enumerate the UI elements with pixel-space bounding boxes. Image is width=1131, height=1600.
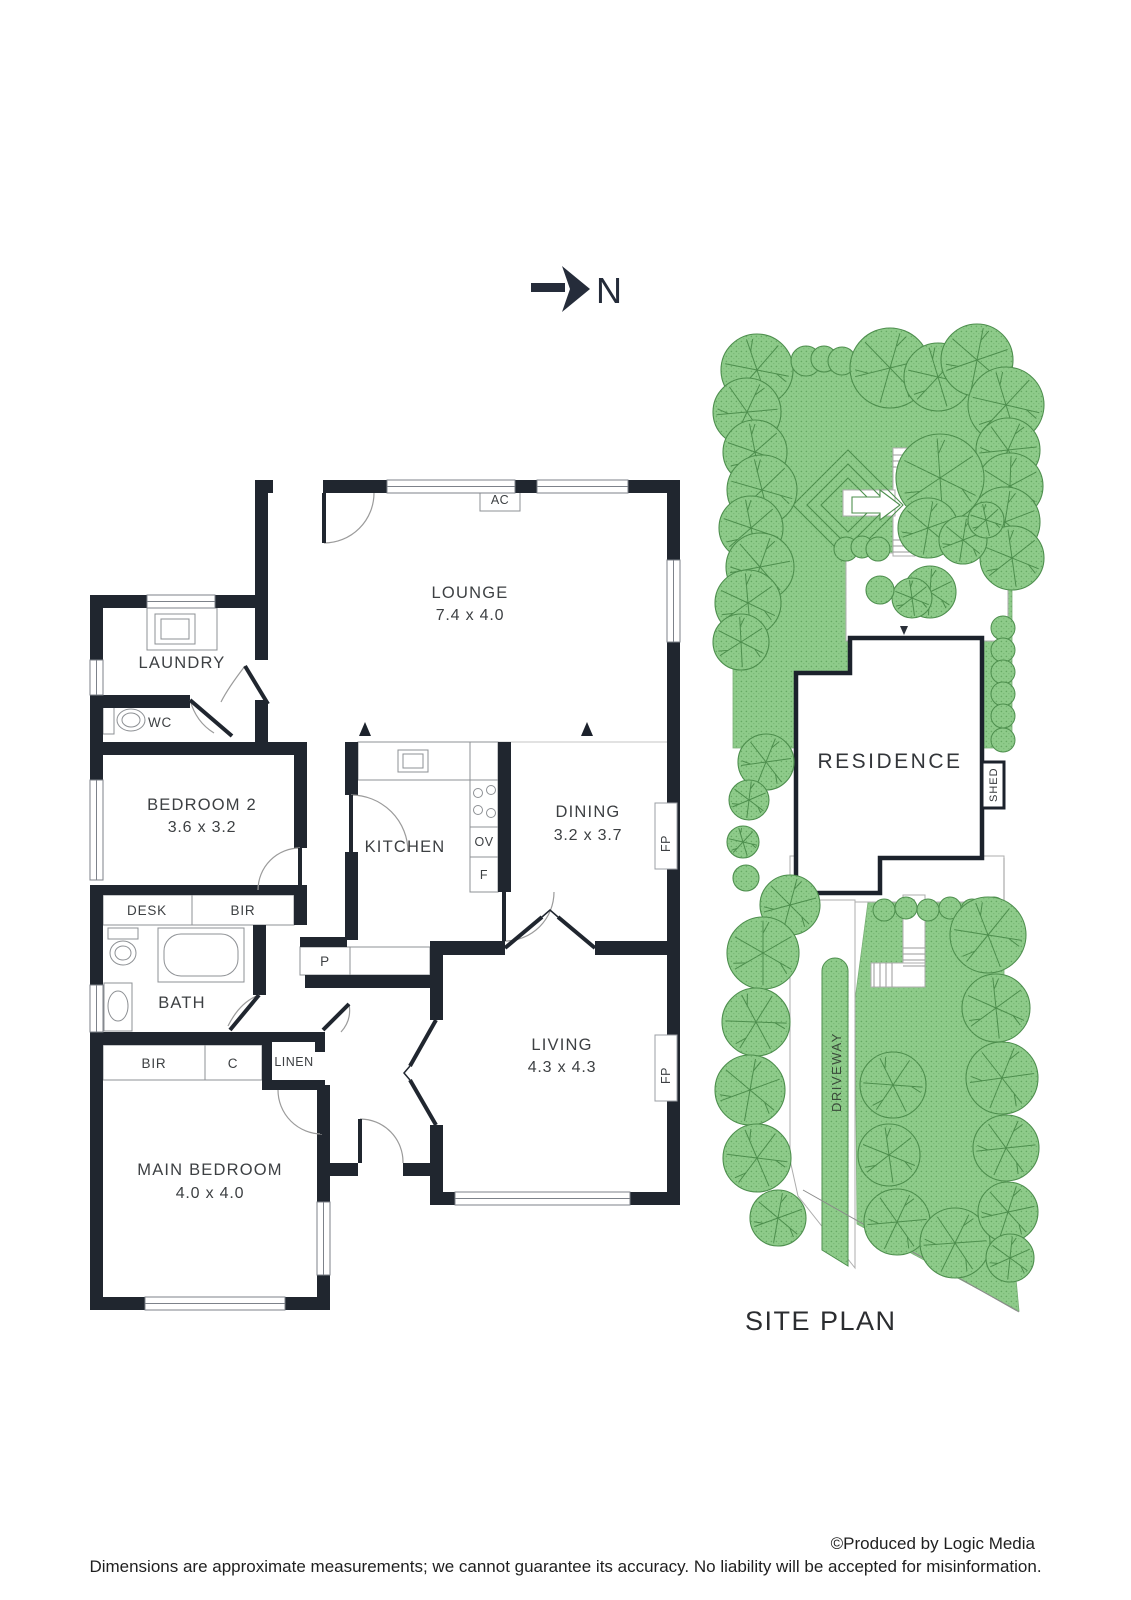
- tree-icon: [726, 916, 800, 990]
- producer-credit: ©Produced by Logic Media: [830, 1534, 1035, 1553]
- tree-icon: [977, 1181, 1039, 1243]
- tree-icon: [714, 1054, 786, 1126]
- residence-label: RESIDENCE: [817, 750, 962, 773]
- label-oven: OV: [474, 835, 493, 849]
- trees: [712, 323, 1045, 1283]
- opening-arrows: [359, 722, 593, 736]
- tree-icon: [865, 536, 891, 562]
- wc-toilet-bowl-inner: [121, 712, 141, 728]
- tree-icon: [732, 864, 760, 892]
- disclaimer-text: Dimensions are approximate measurements;…: [89, 1557, 1042, 1576]
- north-arrow: N: [531, 266, 623, 312]
- door-meet-marks: [403, 909, 559, 1081]
- driveway-label: DRIVEWAY: [829, 1032, 844, 1112]
- hall-cupboard: [349, 946, 431, 976]
- label-bir-bedroom2: BIR: [231, 903, 256, 918]
- fireplace-dining: [654, 802, 678, 870]
- tree-icon: [721, 987, 791, 1057]
- bath-toilet-bowl-inner: [114, 945, 132, 961]
- tree-icon: [857, 1123, 921, 1187]
- shed-outline: [980, 760, 1006, 810]
- tree-icon: [919, 1207, 991, 1279]
- shed-label: SHED: [988, 767, 1000, 802]
- bath-basin: [107, 990, 129, 1022]
- north-label: N: [596, 270, 623, 311]
- windows: [89, 479, 681, 1311]
- label-linen: LINEN: [274, 1055, 313, 1069]
- tree-icon: [965, 1041, 1039, 1115]
- room-dims-bedroom2: 3.6 x 3.2: [168, 819, 237, 836]
- tree-icon: [949, 896, 1027, 974]
- wc-toilet-tank: [102, 705, 115, 735]
- driveway-median: [821, 957, 849, 1267]
- tree-icon: [985, 1233, 1035, 1283]
- bir-box-main: [102, 1044, 206, 1081]
- bath-toilet-tank: [107, 927, 139, 940]
- room-label-wc: WC: [148, 715, 172, 730]
- label-bir-main: BIR: [142, 1056, 167, 1071]
- fireplace-living: [654, 1034, 678, 1102]
- room-dims-dining: 3.2 x 3.7: [554, 827, 623, 844]
- tree-icon: [728, 779, 770, 821]
- room-label-laundry: LAUNDRY: [139, 654, 226, 672]
- front-path-horizontal: [870, 962, 926, 988]
- label-desk: DESK: [127, 903, 167, 918]
- tree-icon: [737, 733, 795, 791]
- room-dims-lounge: 7.4 x 4.0: [436, 607, 505, 624]
- room-dims-main-bedroom: 4.0 x 4.0: [176, 1185, 245, 1202]
- door-leaves: [188, 493, 597, 1163]
- bathtub-inner: [163, 933, 239, 977]
- desk-box: [102, 894, 193, 926]
- tree-icon: [967, 501, 1005, 539]
- room-label-dining: DINING: [556, 803, 621, 821]
- tree-icon: [722, 1123, 792, 1193]
- door-arcs: [189, 492, 555, 1164]
- site-plan: RESIDENCE SHED DRIVEWAY SITE PLAN: [712, 323, 1045, 1336]
- label-pantry: P: [320, 954, 330, 969]
- label-fireplace-living: FP: [659, 1067, 673, 1084]
- tree-icon: [865, 575, 895, 605]
- cooktop-burner: [486, 785, 496, 795]
- kitchen-sink-inner: [402, 753, 424, 769]
- tree-icon: [979, 525, 1045, 591]
- room-label-lounge: LOUNGE: [432, 584, 509, 602]
- tree-icon: [749, 1189, 807, 1247]
- north-arrow-icon: [562, 266, 590, 312]
- room-label-living: LIVING: [531, 1036, 592, 1054]
- room-label-main-bedroom: MAIN BEDROOM: [137, 1161, 283, 1179]
- tree-icon: [891, 577, 933, 619]
- room-label-bath: BATH: [158, 994, 206, 1012]
- tree-icon: [726, 825, 760, 859]
- tree-icon: [859, 1051, 927, 1119]
- laundry-trough-inner: [160, 618, 190, 640]
- cooktop-burner: [473, 788, 483, 798]
- room-label-kitchen: KITCHEN: [365, 838, 446, 856]
- tree-icon: [712, 613, 770, 671]
- room-label-bedroom2: BEDROOM 2: [147, 796, 257, 814]
- cooktop-burner: [473, 805, 483, 815]
- label-fireplace-dining: FP: [659, 835, 673, 852]
- label-ac: AC: [491, 493, 509, 507]
- site-plan-title: SITE PLAN: [745, 1306, 897, 1336]
- tree-icon: [961, 973, 1031, 1043]
- residence-outline: [793, 635, 985, 896]
- floor-plan: LOUNGE 7.4 x 4.0 LAUNDRY WC BEDROOM 2 3.…: [89, 479, 681, 1311]
- room-dims-living: 4.3 x 4.3: [528, 1059, 597, 1076]
- cooktop-burner: [486, 808, 496, 818]
- tree-icon: [972, 1114, 1040, 1182]
- label-cupboard: C: [228, 1056, 239, 1071]
- label-fridge: F: [480, 868, 488, 882]
